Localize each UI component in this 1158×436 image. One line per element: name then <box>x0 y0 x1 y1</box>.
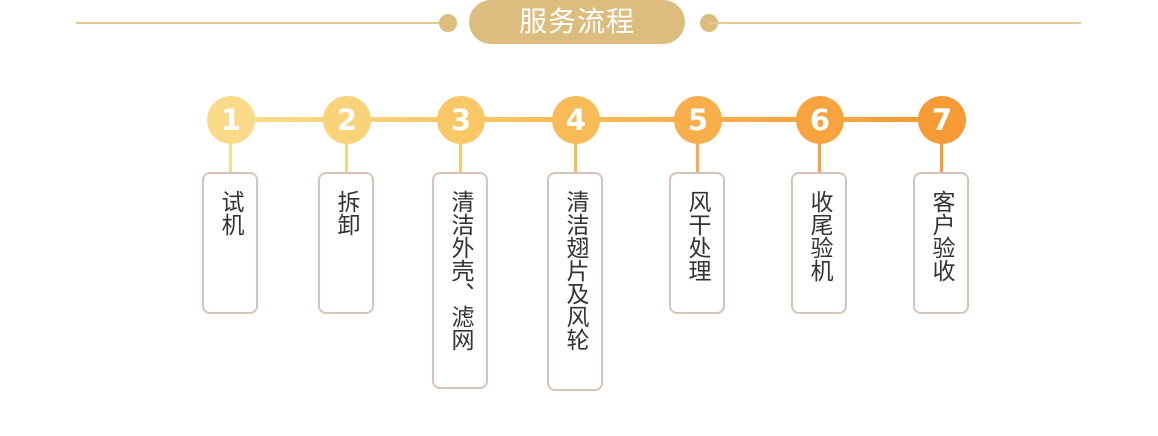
step-7-card: 客户验收 <box>913 172 969 314</box>
step-6-label: 收尾验机 <box>806 190 832 282</box>
step-4-label: 清洁翅片及风轮 <box>562 190 588 351</box>
step-1-label: 试机 <box>217 190 243 236</box>
header-line-right <box>710 22 1081 24</box>
step-3-stem <box>459 142 462 173</box>
step-5-number: 5 <box>674 96 722 144</box>
step-2-label: 拆卸 <box>333 190 359 236</box>
step-4-stem <box>574 142 577 173</box>
step-6-number: 6 <box>796 96 844 144</box>
step-6-stem <box>818 142 821 173</box>
step-1-stem <box>229 142 232 173</box>
step-4-number: 4 <box>552 96 600 144</box>
section-title: 服务流程 <box>469 0 685 44</box>
connector-3-4 <box>482 117 557 122</box>
header-dot-right <box>700 14 718 32</box>
step-2-card: 拆卸 <box>318 172 374 314</box>
connector-4-5 <box>597 117 677 122</box>
connector-6-7 <box>841 117 921 122</box>
step-4-card: 清洁翅片及风轮 <box>547 172 603 391</box>
header-line-left <box>76 22 448 24</box>
connector-2-3 <box>368 117 442 122</box>
step-5-stem <box>696 142 699 173</box>
step-3-label: 清洁外壳、滤网 <box>447 190 473 351</box>
connector-1-2 <box>252 117 328 122</box>
header-dot-left <box>439 14 457 32</box>
step-5-label: 风干处理 <box>684 190 710 282</box>
step-7-label: 客户验收 <box>928 190 954 282</box>
step-6-card: 收尾验机 <box>791 172 847 314</box>
step-3-number: 3 <box>437 96 485 144</box>
connector-5-6 <box>719 117 800 122</box>
step-5-card: 风干处理 <box>669 172 725 314</box>
step-2-number: 2 <box>323 96 371 144</box>
step-3-card: 清洁外壳、滤网 <box>432 172 488 389</box>
step-7-stem <box>940 142 943 173</box>
step-2-stem <box>345 142 348 173</box>
step-1-card: 试机 <box>202 172 258 314</box>
step-1-number: 1 <box>207 96 255 144</box>
step-7-number: 7 <box>918 96 966 144</box>
